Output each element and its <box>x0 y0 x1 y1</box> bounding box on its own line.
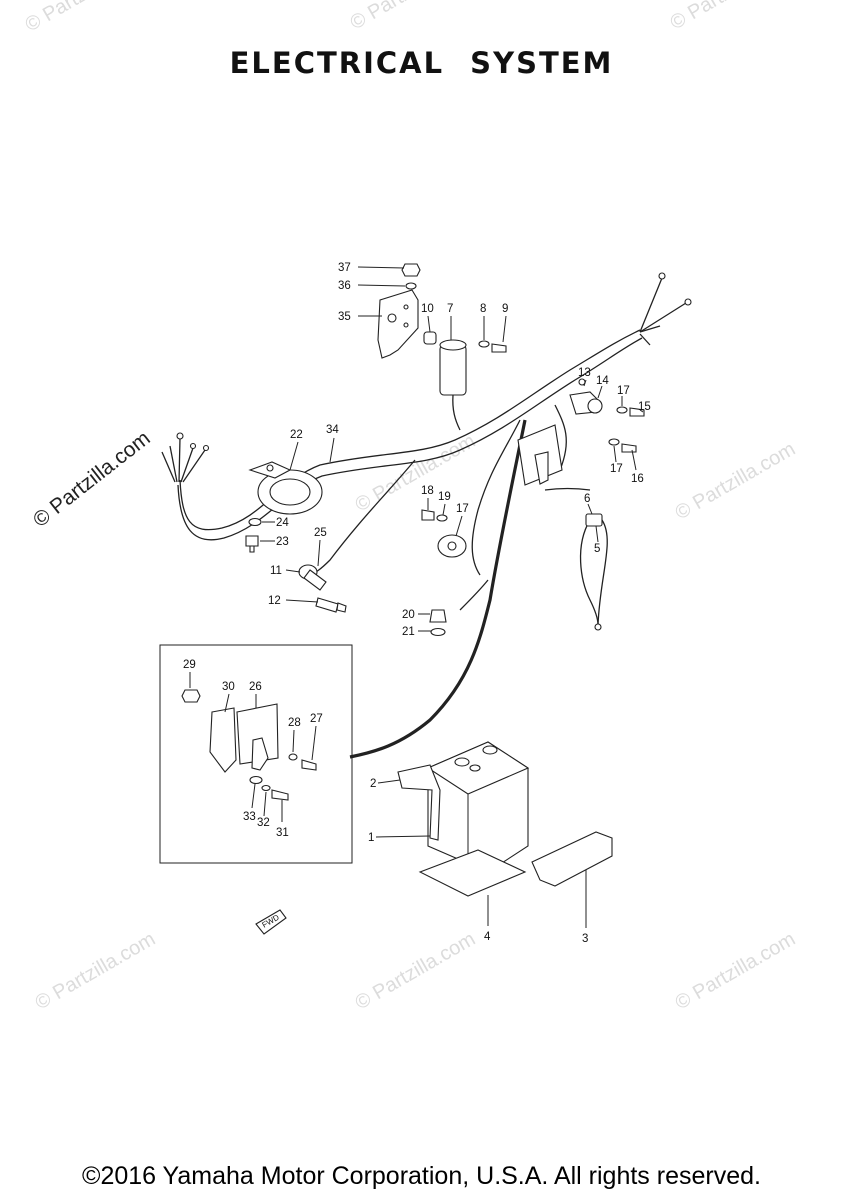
washer <box>261 784 271 792</box>
callout-5: 5 <box>594 543 600 555</box>
callout-28: 27 <box>310 713 323 725</box>
callout-21: 20 <box>402 609 415 621</box>
inset-detail-box <box>159 644 353 864</box>
callout-12: 12 <box>268 595 281 607</box>
watermark: © Partzilla.com <box>32 928 160 1014</box>
battery-cover-strap <box>397 764 441 841</box>
washer <box>405 282 417 290</box>
regulator-arm <box>534 451 549 485</box>
battery-tray <box>418 849 527 897</box>
callout-24: 23 <box>276 536 289 548</box>
callout-30: 29 <box>183 659 196 671</box>
washer <box>288 753 298 761</box>
callout-2: 2 <box>370 778 376 790</box>
fuse-holder <box>585 513 608 631</box>
callout-labels: 37 36 35 10 7 8 9 13 14 17 15 17 16 22 3… <box>183 262 651 945</box>
callout-23: 22 <box>290 429 303 441</box>
oil-pressure-switch <box>429 609 447 623</box>
callout-10: 10 <box>421 303 434 315</box>
battery <box>426 741 530 873</box>
callout-6: 6 <box>584 493 590 505</box>
watermark: © Partzilla.com <box>22 0 150 36</box>
watermark: © Partzilla.com <box>347 0 475 34</box>
washer <box>478 340 490 348</box>
washer <box>248 517 262 527</box>
washer <box>249 775 263 785</box>
callout-14: 14 <box>596 375 609 387</box>
battery-band <box>531 831 613 887</box>
neutral-switch <box>437 534 467 558</box>
callout-29: 28 <box>288 717 301 729</box>
callout-31: 30 <box>222 681 235 693</box>
watermark-prominent: © Partzilla.com <box>29 427 155 532</box>
callout-33: 32 <box>257 817 270 829</box>
wire-harness <box>161 272 692 759</box>
nut <box>181 689 201 703</box>
washer <box>436 514 448 522</box>
washer <box>608 438 620 446</box>
callout-13: 13 <box>578 367 591 379</box>
screw <box>621 443 637 453</box>
bolt <box>421 509 435 521</box>
callout-19: 18 <box>421 485 434 497</box>
callout-35: 34 <box>326 424 339 436</box>
callout-8: 8 <box>480 303 486 315</box>
horn <box>248 461 323 515</box>
callout-11: 11 <box>270 565 282 577</box>
callout-22: 21 <box>402 626 415 638</box>
watermark: © Partzilla.com <box>672 928 800 1014</box>
copyright-footer: ©2016 Yamaha Motor Corporation, U.S.A. A… <box>82 1162 761 1190</box>
bolt <box>245 535 259 553</box>
bolt <box>271 789 289 801</box>
screw <box>491 343 507 353</box>
watermark: © Partzilla.com <box>672 438 800 524</box>
diagram-title: ELECTRICAL SYSTEM <box>229 46 614 80</box>
callout-4: 4 <box>484 931 491 943</box>
watermark: © Partzilla.com <box>352 928 480 1014</box>
screw <box>301 759 317 771</box>
callout-17: 17 <box>617 385 630 397</box>
spark-plug <box>315 597 347 613</box>
callout-27: 26 <box>249 681 262 693</box>
nut <box>401 263 421 277</box>
leader-lines <box>189 266 644 928</box>
condenser <box>439 339 467 431</box>
callout-36: 35 <box>338 311 351 323</box>
callout-16: 16 <box>631 473 644 485</box>
washer <box>616 406 628 414</box>
callout-9: 9 <box>502 303 508 315</box>
gasket <box>430 627 446 637</box>
main-switch <box>569 378 603 415</box>
callout-38: 37 <box>338 262 351 274</box>
spark-plug-cap <box>298 564 327 591</box>
callout-32: 31 <box>276 827 289 839</box>
callout-34: 33 <box>243 811 256 823</box>
watermark-layer: © Partzilla.com © Partzilla.com © Partzi… <box>22 0 800 1014</box>
callout-15: 15 <box>638 401 651 413</box>
callout-25: 24 <box>276 517 289 529</box>
regulator-bracket <box>209 707 237 773</box>
callout-7: 7 <box>447 303 453 315</box>
callout-37: 36 <box>338 280 351 292</box>
callout-3: 3 <box>582 933 588 945</box>
callout-18: 17 <box>456 503 469 515</box>
callout-20: 19 <box>438 491 451 503</box>
collar <box>423 331 437 345</box>
voltage-regulator <box>236 703 279 771</box>
forward-arrow-icon: FWD <box>255 909 287 935</box>
callout-26: 25 <box>314 527 327 539</box>
watermark: © Partzilla.com <box>667 0 795 34</box>
callout-17b: 17 <box>610 463 623 475</box>
callout-1: 1 <box>368 832 374 844</box>
mounting-bracket <box>377 289 419 359</box>
